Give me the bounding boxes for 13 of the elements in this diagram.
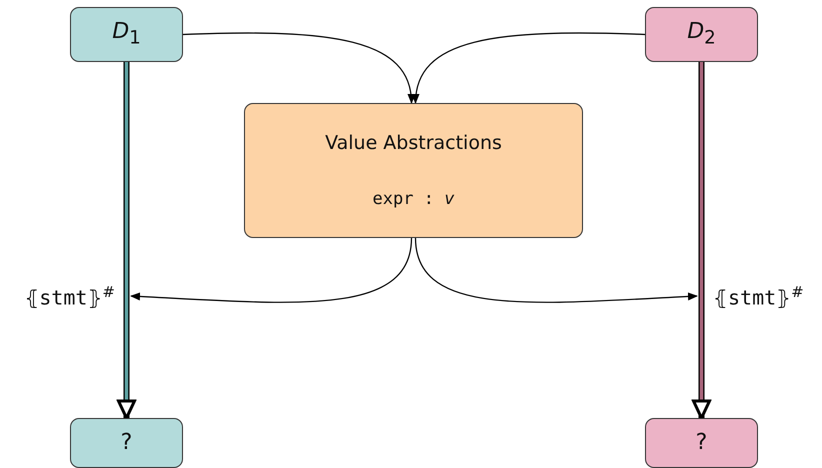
state-box <box>645 7 758 62</box>
statement-label: ⦃stmt⦄$^{#}$ <box>713 282 804 310</box>
node-title: Value Abstractions <box>325 132 502 155</box>
node-title: ? <box>696 430 708 456</box>
node-formula: expr : v <box>372 188 454 210</box>
process-box <box>244 103 583 238</box>
node-title: ? <box>120 430 132 456</box>
state-box <box>70 7 183 62</box>
state-box <box>645 418 758 468</box>
node-title: D$_{2}$ <box>687 19 716 50</box>
node-title: D$_{1}$ <box>112 19 141 50</box>
statement-label: ⦃stmt⦄$^{#}$ <box>24 282 115 310</box>
state-box <box>70 418 183 468</box>
